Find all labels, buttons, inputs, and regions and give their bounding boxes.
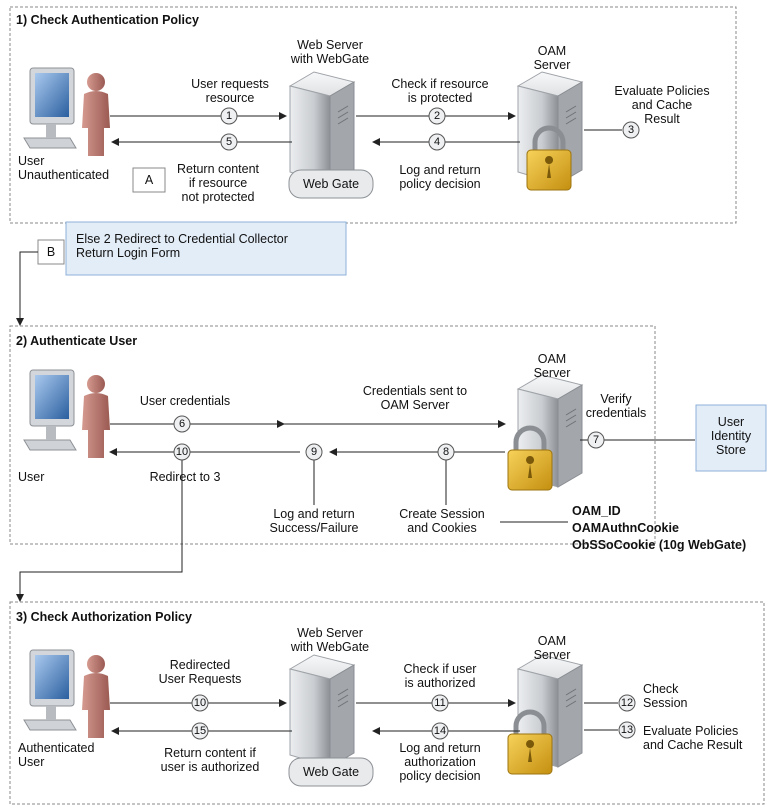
cookie-oam-id: OAM_ID: [572, 504, 621, 518]
webgate-1-badge: [288, 169, 374, 199]
oam-server-2-label: OAM Server: [533, 352, 571, 380]
create-session-label: Create Session and Cookies: [399, 507, 485, 535]
log-return-2-label: Log and return Success/Failure: [269, 507, 359, 535]
log-return-1-label: Log and return policy decision: [399, 163, 481, 191]
log-return-3-label: Log and return authorization policy deci…: [399, 741, 481, 783]
section-1-border: [9, 6, 737, 224]
step-12: 12: [620, 697, 634, 709]
user-label: User: [18, 470, 45, 484]
redirected-requests-label: Redirected User Requests: [158, 658, 242, 686]
step-7: 7: [592, 434, 600, 446]
evaluate-policies-label: Evaluate Policies and Cache Result: [614, 84, 710, 126]
section-2-border: [9, 325, 656, 545]
check-session-label: Check Session: [643, 682, 688, 710]
webgate-3-label: Web Gate: [302, 765, 360, 779]
else-redirect-box: [65, 221, 347, 276]
step-10b: 10: [193, 697, 207, 709]
box-a-label: A: [144, 173, 154, 187]
box-b-label: B: [46, 245, 56, 259]
user-unauthenticated-label: User Unauthenticated: [18, 154, 110, 182]
redirect-label: Redirect to 3: [149, 470, 221, 484]
arrow-to-section-2: [16, 251, 38, 326]
section-2-title: 2) Authenticate User: [16, 334, 138, 348]
webgate-1-label: Web Gate: [302, 177, 360, 191]
cookie-oam-authn: OAMAuthnCookie: [572, 521, 679, 535]
step-4: 4: [433, 136, 441, 148]
user-icon: [23, 369, 111, 459]
step-9: 9: [310, 446, 318, 458]
section-3-title: 3) Check Authorization Policy: [16, 610, 192, 624]
oam-server-1-label: OAM Server: [533, 44, 571, 72]
user-requests-label: User requests resource: [191, 77, 269, 105]
authenticated-user-label: Authenticated User: [18, 741, 95, 769]
user-credentials-label: User credentials: [139, 394, 231, 408]
return-content-3-label: Return content if user is authorized: [160, 746, 260, 774]
section-1-title: 1) Check Authentication Policy: [16, 13, 199, 27]
check-protected-label: Check if resource is protected: [391, 77, 489, 105]
webserver-3-icon: [289, 654, 355, 768]
box-b: [37, 239, 65, 265]
box-a: [132, 167, 166, 193]
step-13: 13: [620, 724, 634, 736]
step-15: 15: [193, 725, 207, 737]
evaluate-policies-3-label: Evaluate Policies and Cache Result: [643, 724, 743, 752]
step-3: 3: [627, 124, 635, 136]
credentials-sent-label: Credentials sent to OAM Server: [362, 384, 468, 412]
webgate-3-badge: [288, 757, 374, 787]
section-3-border: [9, 601, 765, 805]
cookie-obsso: ObSSoCookie (10g WebGate): [572, 538, 747, 552]
authenticated-user-icon: [23, 649, 111, 739]
identity-store-box: [695, 404, 767, 472]
arrow-to-section-3: [16, 460, 183, 602]
webserver-1-icon: [289, 71, 355, 185]
step-2: 2: [433, 110, 441, 122]
identity-store-label: User Identity Store: [710, 415, 752, 457]
step-5: 5: [225, 136, 233, 148]
step-14: 14: [433, 725, 447, 737]
user-unauthenticated-icon: [23, 67, 111, 157]
webserver-1-label: Web Server with WebGate: [290, 38, 370, 66]
return-content-label: Return content if resource not protected: [177, 162, 259, 204]
step-circles: [173, 107, 640, 740]
webserver-3-label: Web Server with WebGate: [290, 626, 370, 654]
oam-server-3-label: OAM Server: [533, 634, 571, 662]
step-1: 1: [225, 110, 233, 122]
step-11: 11: [434, 697, 446, 709]
step-6: 6: [178, 418, 186, 430]
else-redirect-label: Else 2 Redirect to Credential Collector …: [76, 232, 288, 260]
check-authorized-label: Check if user is authorized: [403, 662, 477, 690]
verify-credentials-label: Verify credentials: [585, 392, 647, 420]
step-10: 10: [175, 446, 189, 458]
step-8: 8: [442, 446, 450, 458]
